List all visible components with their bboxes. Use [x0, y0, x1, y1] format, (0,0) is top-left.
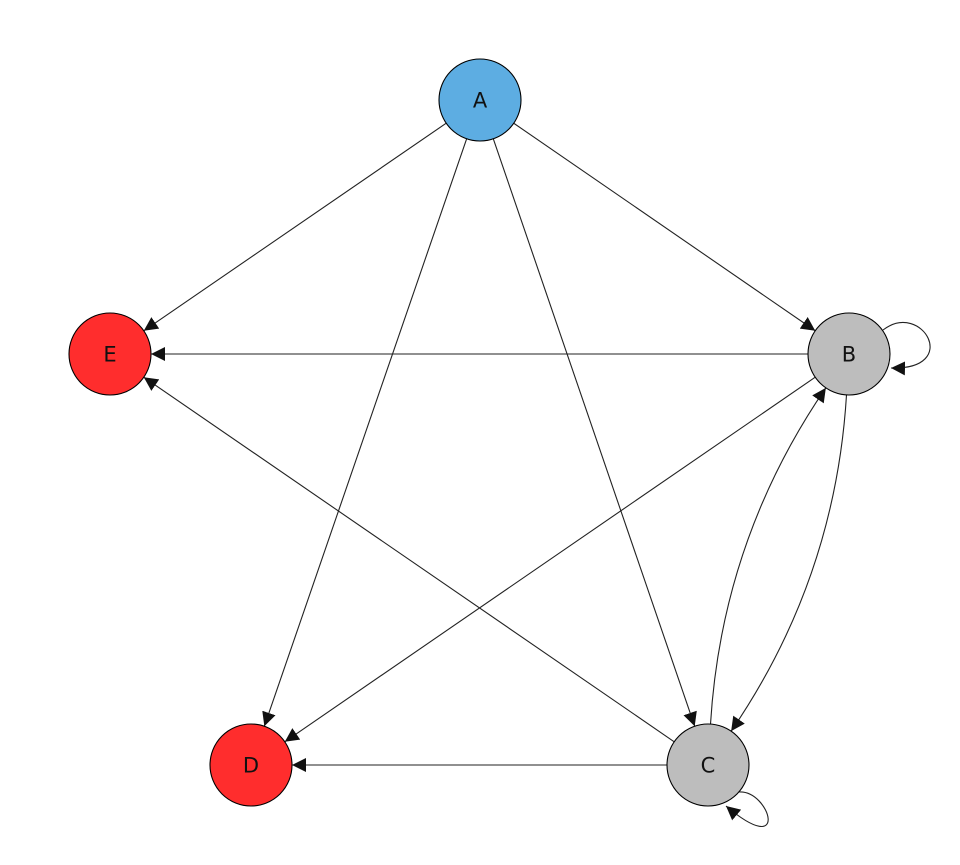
- edge-b-to-b: [882, 322, 931, 376]
- node-a-label: A: [473, 89, 488, 113]
- edge-c-to-e: [143, 376, 675, 743]
- node-c-circle: [666, 723, 750, 807]
- edge-c-to-c: [725, 791, 769, 828]
- edge-a-to-c: [492, 138, 697, 727]
- edge-c-to-b: [709, 387, 827, 725]
- edge-a-to-b: [513, 122, 816, 332]
- node-e[interactable]: E: [68, 312, 152, 396]
- edge-a-to-e: [143, 122, 447, 332]
- edge-a-to-d: [262, 138, 468, 727]
- edge-b-to-c: [730, 394, 848, 732]
- node-b[interactable]: B: [807, 312, 891, 396]
- node-d[interactable]: D: [209, 723, 293, 807]
- node-e-label: E: [103, 343, 116, 367]
- edges-layer: [143, 122, 931, 828]
- node-b-label: B: [842, 343, 856, 367]
- nodes-layer: A B C D E: [68, 58, 891, 807]
- node-a[interactable]: A: [438, 58, 522, 142]
- node-c-label: C: [701, 754, 716, 778]
- node-c[interactable]: C: [666, 723, 750, 807]
- node-b-circle: [807, 312, 891, 396]
- node-d-label: D: [243, 754, 259, 778]
- node-e-circle: [68, 312, 152, 396]
- node-a-circle: [438, 58, 522, 142]
- node-d-circle: [209, 723, 293, 807]
- edge-b-to-d: [284, 376, 816, 743]
